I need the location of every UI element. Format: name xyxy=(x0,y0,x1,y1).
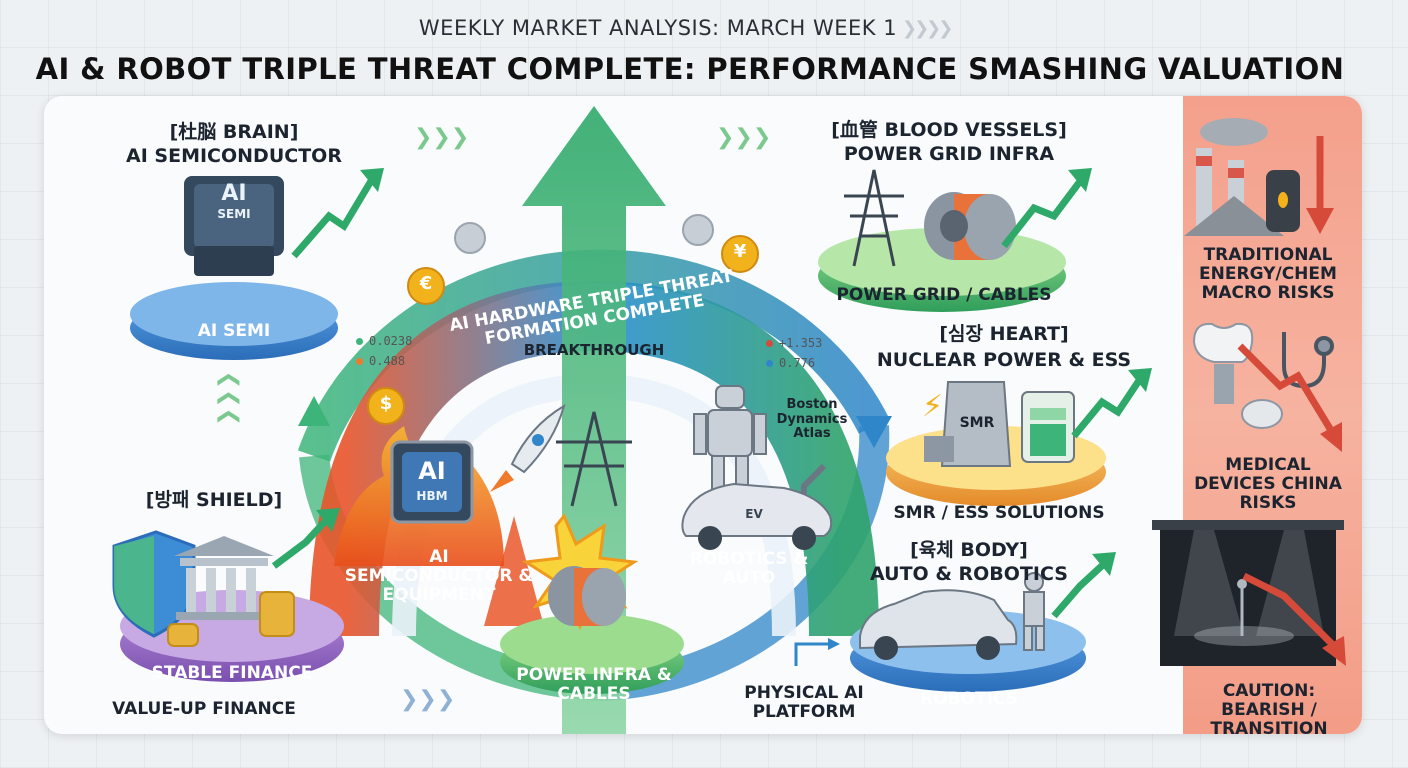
chevron-decoration-icon: ❯❯❯❯ xyxy=(902,18,953,39)
stage-spotlight-icon xyxy=(1152,520,1344,666)
num-left-1: 0.0238 xyxy=(356,334,412,348)
center-power-label: POWER INFRA & CABLES xyxy=(516,665,672,705)
num-left-2: 0.488 xyxy=(356,354,405,368)
infographic-panel: ❯❯❯ ❯❯❯ ❯❯❯ ❯❯❯ xyxy=(44,96,1362,734)
brain-tag: [杜脳 BRAIN] xyxy=(169,121,299,143)
energy-down-head-icon xyxy=(1306,208,1334,234)
ai-semi-trend-arrow xyxy=(291,174,378,259)
medical-down-arrow xyxy=(1237,343,1335,434)
atlas-caption: Boston Dynamics Atlas xyxy=(776,397,848,442)
center-semi-label: AI SEMICONDUCTOR & EQUIPMENT xyxy=(344,547,534,606)
bank-icon xyxy=(174,536,274,620)
svg-text:❯❯❯: ❯❯❯ xyxy=(716,125,771,150)
arc-arrow-right-icon xyxy=(856,416,892,448)
coin-dollar-glyph: $ xyxy=(379,393,393,414)
shield-title: VALUE-UP FINANCE xyxy=(112,699,296,719)
car-icon xyxy=(859,589,1018,660)
bearish-down-arrow xyxy=(1242,572,1335,647)
finance-trend-head-icon xyxy=(316,508,340,532)
center-chip-sub: HBM xyxy=(416,489,448,503)
physical-ai-label: PHYSICAL AI PLATFORM xyxy=(744,683,864,723)
heart-platform-label: SMR / ESS SOLUTIONS xyxy=(893,503,1105,523)
factory-icon xyxy=(1184,118,1300,236)
ev-text: EV xyxy=(745,507,763,521)
coins-icon xyxy=(167,591,295,647)
ai-semi-trend-head-icon xyxy=(360,168,384,192)
center-robotics-label: ROBOTICS & AUTO xyxy=(689,549,809,589)
arrow-orange-icon xyxy=(484,516,544,626)
infographic-drawing: ❯❯❯ ❯❯❯ ❯❯❯ ❯❯❯ xyxy=(112,106,1346,734)
blood-title: POWER GRID INFRA xyxy=(843,143,1055,165)
brain-chip-sub: SEMI xyxy=(217,207,251,221)
num-right-2: 0.776 xyxy=(766,356,815,370)
physical-ai-connector xyxy=(794,642,830,666)
central-upward-arrow-icon xyxy=(522,106,666,734)
body-tag: [육체 BODY] xyxy=(910,539,1028,561)
ev-car-icon xyxy=(681,482,833,550)
body-title: AUTO & ROBOTICS xyxy=(870,563,1068,585)
center-cable-spool-icon xyxy=(548,566,626,626)
num-right-1: +1.353 xyxy=(766,336,822,350)
coin-euro-icon xyxy=(407,267,445,305)
smr-text: SMR xyxy=(959,415,995,431)
blood-tag: [血管 BLOOD VESSELS] xyxy=(831,119,1067,141)
tooth-implant-icon xyxy=(1192,322,1254,404)
heart-title: NUCLEAR POWER & ESS xyxy=(876,349,1132,371)
brain-chip-text: AI xyxy=(221,181,247,206)
humanoid-robot-icon xyxy=(1023,572,1045,651)
nuclear-trend-head-icon xyxy=(1128,368,1152,392)
coin-yen-icon xyxy=(721,235,759,273)
svg-text:❯❯❯: ❯❯❯ xyxy=(400,687,455,712)
center-chip-text: AI xyxy=(418,457,446,485)
battery-ess-icon xyxy=(1021,391,1075,463)
coin-gray-icon xyxy=(454,222,486,254)
bearish-down-head-icon xyxy=(1322,636,1346,666)
report-subtitle: WEEKLY MARKET ANALYSIS: MARCH WEEK 1 xyxy=(418,16,898,40)
ai-semi-chip-icon xyxy=(184,176,284,276)
svg-text:❯❯❯: ❯❯❯ xyxy=(215,371,240,426)
nuclear-trend-arrow xyxy=(1071,374,1145,439)
transmission-tower-icon xyxy=(844,169,904,267)
power-grid-trend-arrow xyxy=(1001,173,1087,249)
smr-reactor-icon xyxy=(924,381,1012,467)
power-grid-trend-head-icon xyxy=(1068,168,1092,192)
shield-platform-label: STABLE FINANCE xyxy=(151,663,313,683)
robotics-trend-arrow xyxy=(1051,559,1109,619)
body-platform-label: ROBOTICS xyxy=(920,689,1018,709)
coin-dollar-icon xyxy=(367,387,405,425)
shield-tag: [방패 SHIELD] xyxy=(145,489,283,511)
lightning-icon: ⚡ xyxy=(922,389,943,424)
heart-tag: [심장 HEART] xyxy=(939,323,1069,345)
ai-semi-platform-top xyxy=(130,282,338,346)
breakthrough-label: BREAKTHROUGH xyxy=(523,341,665,359)
cable-spool-icon xyxy=(924,192,1016,260)
caution-energy-label: TRADITIONAL ENERGY/CHEM MACRO RISKS xyxy=(1199,245,1337,304)
blood-platform-label: POWER GRID / CABLES xyxy=(836,285,1052,305)
center-tower-icon xyxy=(556,411,632,507)
power-infra-platform-top xyxy=(500,614,684,674)
brain-title: AI SEMICONDUCTOR xyxy=(126,145,342,167)
svg-text:❯❯❯: ❯❯❯ xyxy=(414,125,469,150)
brain-platform-label: AI SEMI xyxy=(197,321,271,341)
rocket-icon xyxy=(490,403,566,492)
report-title: AI & ROBOT TRIPLE THREAT COMPLETE: PERFO… xyxy=(35,52,1345,86)
medical-down-head-icon xyxy=(1320,422,1342,452)
caution-bearish-label: CAUTION: BEARISH / TRANSITION SECTORS xyxy=(1210,681,1328,734)
finance-trend-arrow xyxy=(271,513,333,569)
coin-euro-glyph: € xyxy=(419,273,433,294)
robotics-trend-head-icon xyxy=(1092,552,1116,576)
coin-yen-glyph: ¥ xyxy=(733,241,747,262)
arc-arrow-left-icon xyxy=(298,396,330,426)
coin-gray2-icon xyxy=(682,214,714,246)
broken-bulb-icon xyxy=(1241,399,1283,429)
caution-medical-label: MEDICAL DEVICES CHINA RISKS xyxy=(1194,455,1342,514)
